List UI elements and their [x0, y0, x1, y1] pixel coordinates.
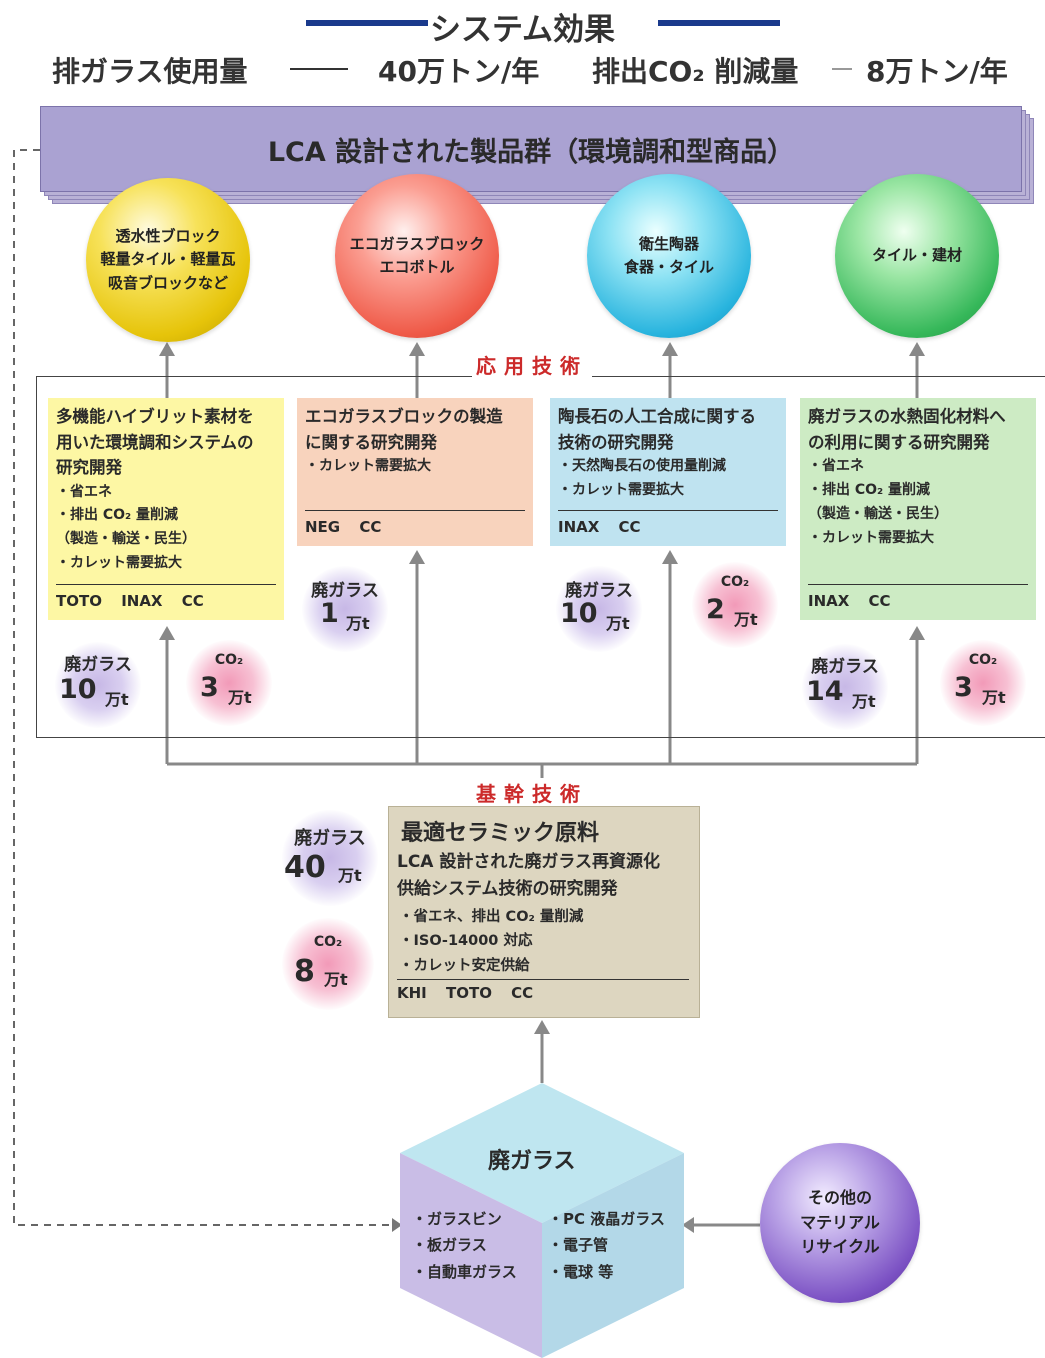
waste-glass-bubble-card4: 廃ガラス 14 万t: [802, 644, 888, 730]
glass-usage-value: 40万トン/年: [378, 55, 540, 88]
cube-left-items: ・ガラスビン ・板ガラス ・自動車ガラス: [412, 1210, 517, 1281]
product-sphere-eco-glass: エコガラスブロック エコボトル: [335, 174, 499, 338]
card-items: ・省エネ ・排出 CO₂ 量削減 （製造・輸送・民生） ・カレット需要拡大: [56, 483, 196, 572]
cube-title: 廃ガラス: [488, 1149, 576, 1174]
card-items: ・カレット需要拡大: [305, 458, 431, 475]
applied-technology-label: 応用技術: [472, 350, 592, 379]
card-title: 多機能ハイブリット素材を 用いた環境調和システムの 研究開発: [56, 407, 254, 478]
co2-reduction-value: 8万トン/年: [866, 55, 1008, 88]
core-subtitle: LCA 設計された廃ガラス再資源化 供給システム技術の研究開発: [397, 852, 661, 900]
product-sphere-permeable-block: 透水性ブロック 軽量タイル・軽量瓦 吸音ブロックなど: [86, 178, 250, 342]
waste-glass-bubble-card3: 廃ガラス 10 万t: [556, 566, 642, 652]
card-title: 陶長石の人工合成に関する 技術の研究開発: [558, 407, 756, 452]
card-title: エコガラスブロックの製造 に関する研究開発: [305, 407, 503, 452]
cube-left-face: [400, 1153, 542, 1358]
title-bar-right: [658, 20, 780, 26]
co2-bubble-core: CO₂ 8 万t: [282, 918, 374, 1010]
co2-bubble-card1: CO₂ 3 万t: [186, 640, 272, 726]
research-card-eco-glass-block: エコガラスブロックの製造 に関する研究開発 ・カレット需要拡大 NEG CC: [297, 398, 533, 546]
core-title: 最適セラミック原料: [401, 821, 600, 846]
diagram-title: システム効果: [429, 12, 616, 48]
card-organizations: INAX CC: [558, 510, 778, 539]
core-items: ・省エネ、排出 CO₂ 量削減 ・ISO-14000 対応 ・カレット安定供給: [399, 909, 584, 974]
core-organizations: KHI TOTO CC: [397, 979, 689, 1002]
research-card-hybrid-material: 多機能ハイブリット素材を 用いた環境調和システムの 研究開発 ・省エネ ・排出 …: [48, 398, 284, 620]
core-technology-label: 基幹技術: [472, 778, 592, 807]
card-items: ・省エネ ・排出 CO₂ 量削減 （製造・輸送・民生） ・カレット需要拡大: [808, 458, 948, 546]
waste-glass-bubble-core: 廃ガラス 40 万t: [282, 810, 378, 906]
core-technology-box: 最適セラミック原料 LCA 設計された廃ガラス再資源化 供給システム技術の研究開…: [388, 806, 700, 1018]
glass-usage-dash: [290, 68, 348, 70]
research-card-feldspar-synthesis: 陶長石の人工合成に関する 技術の研究開発 ・天然陶長石の使用量削減 ・カレット需…: [550, 398, 786, 546]
glass-usage-label: 排ガラス使用量: [52, 55, 248, 88]
waste-glass-cube: [400, 1083, 684, 1358]
waste-glass-bubble-card2: 廃ガラス 1 万t: [302, 566, 388, 652]
product-sphere-sanitary-ware: 衛生陶器 食器・タイル: [587, 174, 751, 338]
cube-right-items: ・PC 液晶ガラス ・電子管 ・電球 等: [548, 1210, 665, 1281]
card-organizations: INAX CC: [808, 584, 1028, 613]
card-title: 廃ガラスの水熱固化材料へ の利用に関する研究開発: [808, 407, 1006, 452]
title-bar-left: [306, 20, 428, 26]
lca-product-group-banner: LCA 設計された製品群（環境調和型商品）: [40, 106, 1022, 192]
co2-bubble-card3: CO₂ 2 万t: [692, 562, 778, 648]
waste-glass-bubble-card1: 廃ガラス 10 万t: [55, 642, 141, 728]
card-items: ・天然陶長石の使用量削減 ・カレット需要拡大: [558, 458, 726, 498]
co2-bubble-card4: CO₂ 3 万t: [940, 640, 1026, 726]
card-organizations: TOTO INAX CC: [56, 584, 276, 613]
product-sphere-tile-building: タイル・建材: [835, 174, 999, 338]
card-organizations: NEG CC: [305, 510, 525, 539]
other-material-recycle-sphere: その他の マテリアル リサイクル: [760, 1143, 920, 1303]
co2-reduction-label: 排出CO₂ 削減量: [592, 55, 799, 88]
cube-right-face: [542, 1153, 684, 1358]
co2-dash: [832, 68, 852, 70]
research-card-hydrothermal-solidification: 廃ガラスの水熱固化材料へ の利用に関する研究開発 ・省エネ ・排出 CO₂ 量削…: [800, 398, 1036, 620]
